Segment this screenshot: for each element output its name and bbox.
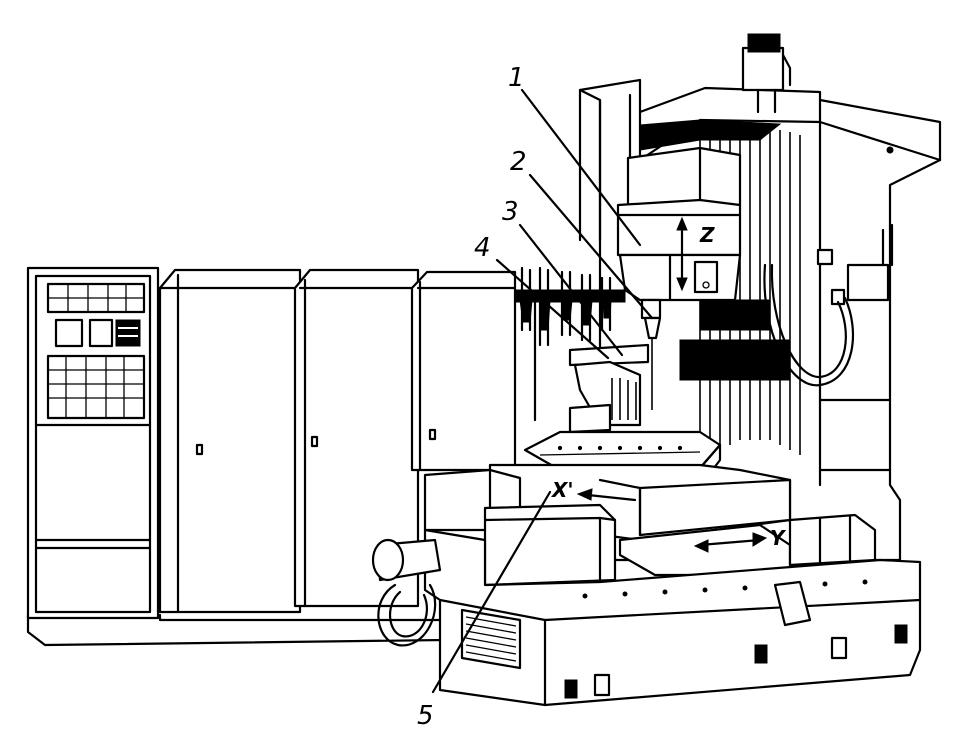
label-1: 1: [508, 63, 525, 93]
column-shading: [679, 126, 801, 460]
axis-z-label: Z: [699, 223, 715, 247]
vent-grille: [460, 608, 522, 670]
work-table: [423, 430, 877, 587]
handwheel: [371, 538, 442, 647]
spindle-head: [616, 119, 782, 410]
leader-lines: [431, 88, 654, 694]
label-5: 5: [417, 701, 434, 731]
label-4: 4: [474, 233, 491, 263]
control-cabinets: [26, 266, 517, 647]
axis-x-label: X': [550, 478, 574, 502]
label-2: 2: [510, 147, 527, 177]
machine-bed: [423, 528, 922, 707]
tool-magazine: [514, 266, 626, 422]
control-panel-grid: [46, 282, 146, 420]
pallet-dots: [557, 445, 683, 451]
label-3: 3: [502, 197, 519, 227]
tool-changer: [568, 343, 650, 434]
top-motor: [741, 33, 792, 114]
axis-y-label: Y: [770, 526, 787, 550]
